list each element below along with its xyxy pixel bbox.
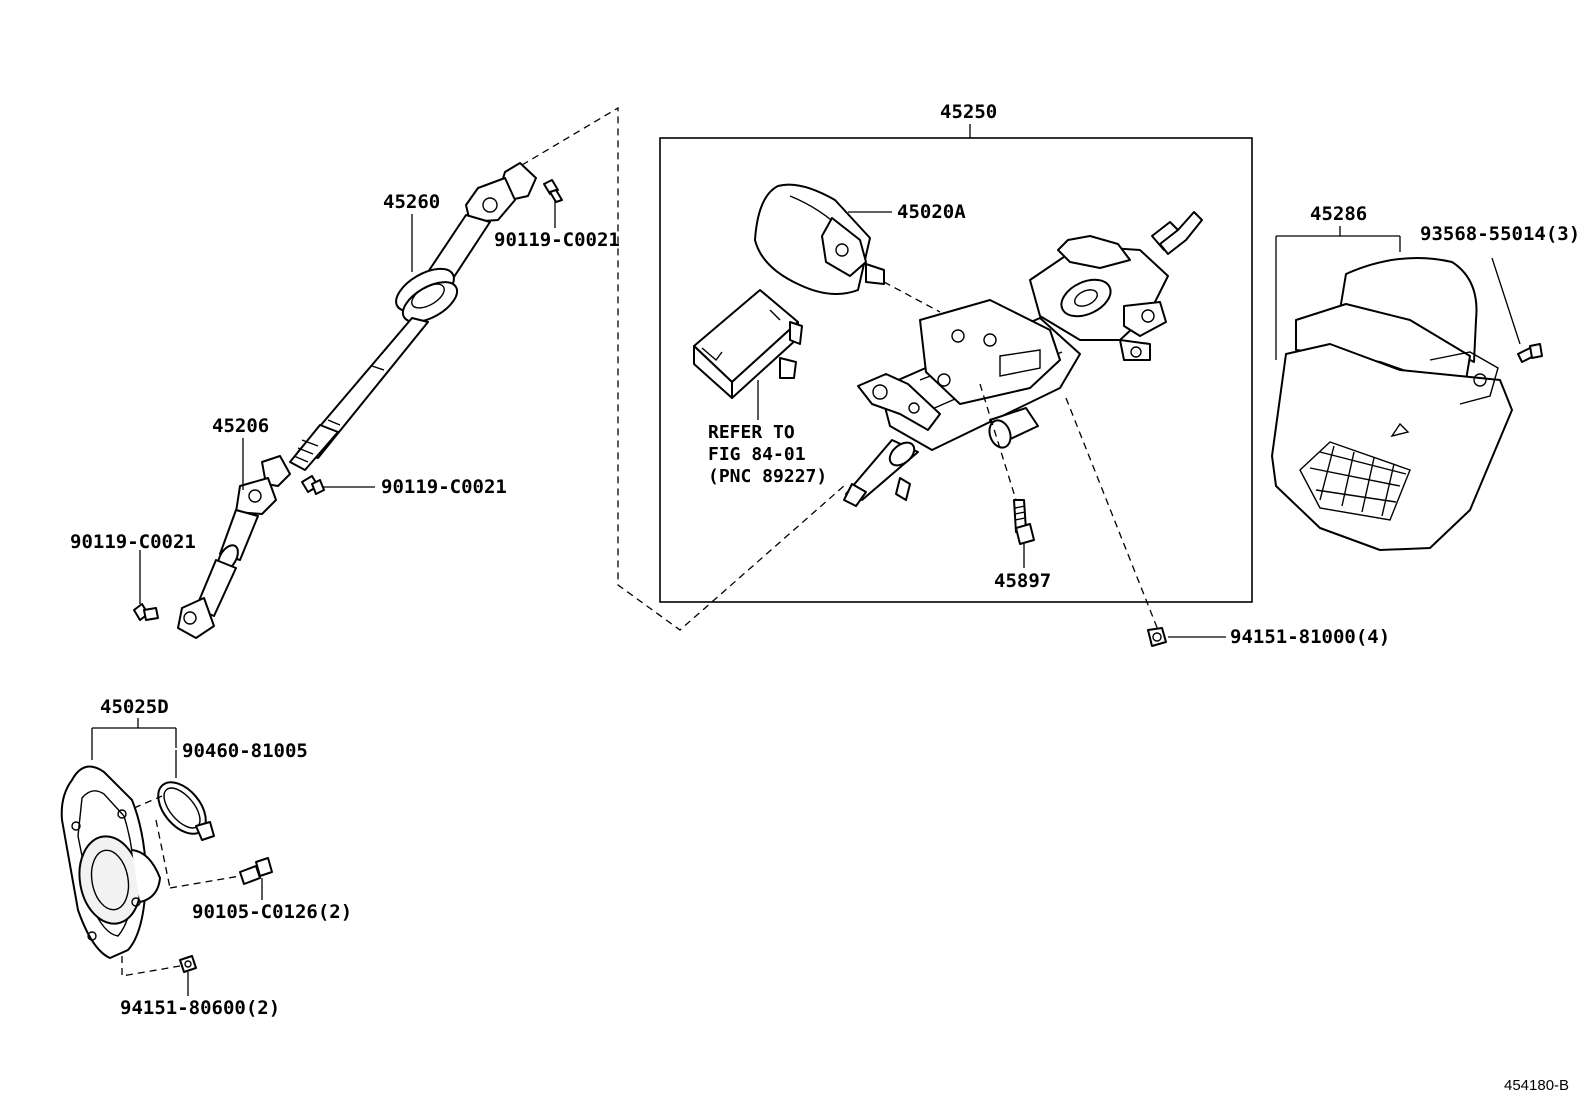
label-45286: 45286	[1310, 203, 1367, 225]
column-assembly-frame	[659, 137, 1253, 603]
bolt-90119-lower[interactable]	[133, 603, 159, 621]
bolt-90105-C0126[interactable]	[239, 857, 273, 885]
label-45897: 45897	[994, 570, 1051, 592]
steering-column-body[interactable]	[843, 211, 1203, 507]
bolt-45897[interactable]	[1013, 499, 1035, 545]
figure-code: 454180-B	[1504, 1077, 1569, 1094]
control-module-ref-89227[interactable]	[693, 289, 803, 399]
label-90105-C0126: 90105-C0126(2)	[192, 901, 352, 923]
bolt-90119-middle[interactable]	[301, 475, 325, 495]
label-90119-middle: 90119-C0021	[381, 476, 507, 498]
intermediate-shaft-45260[interactable]	[289, 162, 537, 471]
label-45206: 45206	[212, 415, 269, 437]
nut-94151-81000-guide	[1065, 397, 1159, 631]
nut-94151-81000[interactable]	[1147, 627, 1167, 647]
ref-note-line2: FIG 84-01	[708, 444, 806, 465]
label-90119-upper: 90119-C0021	[494, 229, 620, 251]
label-45260: 45260	[383, 191, 440, 213]
nut-94151-80600[interactable]	[179, 955, 197, 973]
label-45020A: 45020A	[897, 201, 966, 223]
universal-joint-45206[interactable]	[177, 455, 291, 639]
label-90119-lower: 90119-C0021	[70, 531, 196, 553]
label-45025D: 45025D	[100, 696, 169, 718]
bolt-90105-guide	[169, 875, 241, 889]
nut-94151-80600-guide	[121, 956, 181, 977]
label-94151-80600: 94151-80600(2)	[120, 997, 280, 1019]
leader-93568-55014	[1491, 257, 1521, 345]
ref-note-line3: (PNC 89227)	[708, 466, 827, 487]
clamp-guide-upper	[133, 795, 163, 809]
bolt-90119-upper[interactable]	[543, 179, 563, 203]
label-90460-81005: 90460-81005	[182, 740, 308, 762]
ref-note-line1: REFER TO	[708, 422, 795, 443]
hole-cover-45025D[interactable]	[60, 765, 161, 959]
screw-93568-55014[interactable]	[1517, 343, 1543, 363]
leader-45025D	[91, 718, 177, 760]
lock-housing-45020A[interactable]	[754, 183, 885, 295]
label-94151-81000: 94151-81000(4)	[1230, 626, 1390, 648]
column-cover-45286[interactable]	[1271, 257, 1513, 551]
lock-housing-guide	[883, 281, 941, 313]
label-45250: 45250	[940, 101, 997, 123]
shaft-to-column-dashed-guide	[521, 106, 846, 631]
bolt-45897-guide	[979, 383, 1017, 501]
leader-45286	[1275, 226, 1401, 360]
clamp-90460-81005[interactable]	[149, 773, 215, 842]
label-93568-55014: 93568-55014(3)	[1420, 223, 1580, 245]
